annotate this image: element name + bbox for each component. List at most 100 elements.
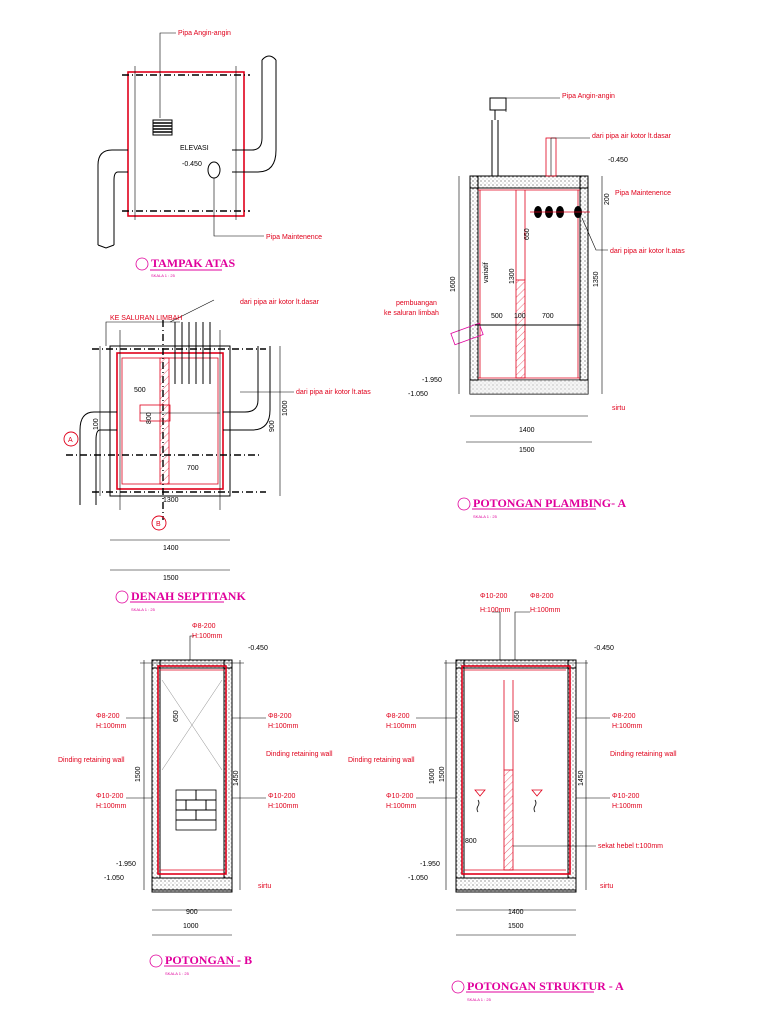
elev-1950-a: -1.950 (422, 377, 442, 384)
tampak-atas-title: TAMPAK ATAS (151, 256, 235, 270)
b-dim-1450: 1450 (233, 770, 240, 786)
right-pipe-icon (232, 60, 277, 173)
b-rebar-10-left: Φ10-200 (96, 793, 123, 800)
s-dim-1600: 1600 (429, 768, 436, 784)
potongan-struktur-title: POTONGAN STRUKTUR - A (467, 979, 624, 993)
s-rebar-10-right: Φ10-200 (612, 793, 639, 800)
s-elev-1050: -1.050 (408, 875, 428, 882)
s-h100-right-1: H:100mm (612, 723, 643, 730)
maintenance-hole-icon (207, 161, 221, 179)
b-elev-top: -0.450 (248, 645, 268, 652)
denah-dim-900: 900 (269, 420, 276, 432)
potongan-plambing-drawing: 1600 variatif 1300 650 1350 200 500 100 … (384, 93, 685, 519)
s-rebar-8-top: Φ8-200 (530, 593, 554, 600)
s-dim-1400: 1400 (508, 909, 524, 916)
left-pipe-icon (97, 149, 128, 245)
b-h100-left-1: H:100mm (96, 723, 127, 730)
saluran-label: KE SALURAN LIMBAH (110, 315, 182, 322)
b-elev-1950: -1.950 (116, 861, 136, 868)
potongan-b-drawing: 650 1500 1450 900 1000 Φ8-200 H:100mm -0… (58, 623, 333, 976)
denah-dim-700: 700 (187, 465, 199, 472)
pembuangan-label-1: pembuangan (396, 300, 437, 307)
denah-dim-100: 100 (93, 418, 100, 430)
title-symbol-icon (457, 497, 471, 511)
dim-700: 700 (542, 313, 554, 320)
b-dinding-right: Dinding retaining wall (266, 751, 333, 758)
b-dinding-left: Dinding retaining wall (58, 757, 125, 764)
s-rebar-10-top: Φ10-200 (480, 593, 507, 600)
s-rebar-8-right: Φ8-200 (612, 713, 636, 720)
b-h100-right-2: H:100mm (268, 803, 299, 810)
s-h100-left-2: H:100mm (386, 803, 417, 810)
denah-scale: SKALA 1 : 25 (131, 607, 156, 612)
dim-1500: 1500 (519, 447, 535, 454)
s-sekat: sekat hebel t:100mm (598, 843, 663, 850)
b-rebar-8-right: Φ8-200 (268, 713, 292, 720)
b-rebar-top-h: H:100mm (192, 633, 223, 640)
b-dim-1000: 1000 (183, 923, 199, 930)
b-rebar-10-right: Φ10-200 (268, 793, 295, 800)
title-symbol-icon (115, 590, 129, 604)
vent-pipe-icon (152, 119, 173, 136)
s-dim-800: 800 (465, 838, 477, 845)
potongan-plambing-title: POTONGAN PLAMBING- A (473, 496, 626, 510)
potongan-b-title: POTONGAN - B (165, 953, 252, 967)
b-elev-1050: -1.050 (104, 875, 124, 882)
title-symbol-icon (451, 980, 465, 994)
s-dinding-right: Dinding retaining wall (610, 751, 677, 758)
pipe-fittings-icon (530, 206, 590, 218)
dari-pipa-atas-label-a: dari pipa air kotor lt.atas (610, 248, 685, 255)
s-sirtu: sirtu (600, 883, 613, 890)
s-h100-right-2: H:100mm (612, 803, 643, 810)
section-marker-a: A (63, 431, 79, 447)
s-elev-1950: -1.950 (420, 861, 440, 868)
pembuangan-label-2: ke saluran limbah (384, 310, 439, 317)
pipa-maintenence-label-a: Pipa Maintenence (615, 190, 671, 197)
elev-top-a: -0.450 (608, 157, 628, 164)
s-h100-left-1: H:100mm (386, 723, 417, 730)
svg-text:B: B (156, 521, 161, 528)
dim-1400: 1400 (519, 427, 535, 434)
pipa-angin-label: Pipa Angin-angin (178, 30, 231, 37)
b-rebar-8-left: Φ8-200 (96, 713, 120, 720)
b-sirtu: sirtu (258, 883, 271, 890)
denah-septitank-drawing: A B 500 800 700 1300 1400 1500 900 1000 … (63, 299, 371, 612)
denah-dim-1500: 1500 (163, 575, 179, 582)
elev-1050-a: -1.050 (408, 391, 428, 398)
denah-title: DENAH SEPTITANK (131, 589, 246, 603)
elevasi-value: -0.450 (182, 161, 202, 168)
potongan-b-scale: SKALA 1 : 25 (165, 971, 190, 976)
potongan-plambing-scale: SKALA 1 : 25 (473, 514, 498, 519)
b-h100-left-2: H:100mm (96, 803, 127, 810)
denah-dim-1000: 1000 (282, 400, 289, 416)
s-dim-1450: 1450 (578, 770, 585, 786)
dim-100: 100 (514, 313, 526, 320)
denah-dim-800: 800 (146, 412, 153, 424)
pipa-maintenence-label: Pipa Maintenence (266, 234, 322, 241)
brick-icon (175, 789, 217, 831)
denah-dim-1400: 1400 (163, 545, 179, 552)
section-marker-b: B (151, 515, 167, 531)
title-symbol-icon (135, 257, 149, 271)
b-rebar-top: Φ8-200 (192, 623, 216, 630)
b-dim-650: 650 (173, 710, 180, 722)
pipa-angin-label-a: Pipa Angin-angin (562, 93, 615, 100)
dim-650: 650 (524, 228, 531, 240)
dim-500: 500 (491, 313, 503, 320)
s-h100-top-left: H:100mm (480, 607, 511, 614)
sirtu-label-a: sirtu (612, 405, 625, 412)
s-dim-1500: 1500 (439, 766, 446, 782)
denah-dim-500: 500 (134, 387, 146, 394)
s-dinding-left: Dinding retaining wall (348, 757, 415, 764)
denah-dari-pipa-dasar-label: dari pipa air kotor lt.dasar (240, 299, 320, 306)
dim-1350: 1350 (593, 271, 600, 287)
denah-dari-pipa-atas-label: dari pipa air kotor lt.atas (296, 389, 371, 396)
s-elev-top: -0.450 (594, 645, 614, 652)
s-h100-top-right: H:100mm (530, 607, 561, 614)
title-symbol-icon (149, 954, 163, 968)
water-level-icon (474, 789, 543, 813)
s-rebar-8-left: Φ8-200 (386, 713, 410, 720)
tampak-atas-scale: SKALA 1 : 25 (151, 273, 176, 278)
denah-dim-1300: 1300 (163, 497, 179, 504)
